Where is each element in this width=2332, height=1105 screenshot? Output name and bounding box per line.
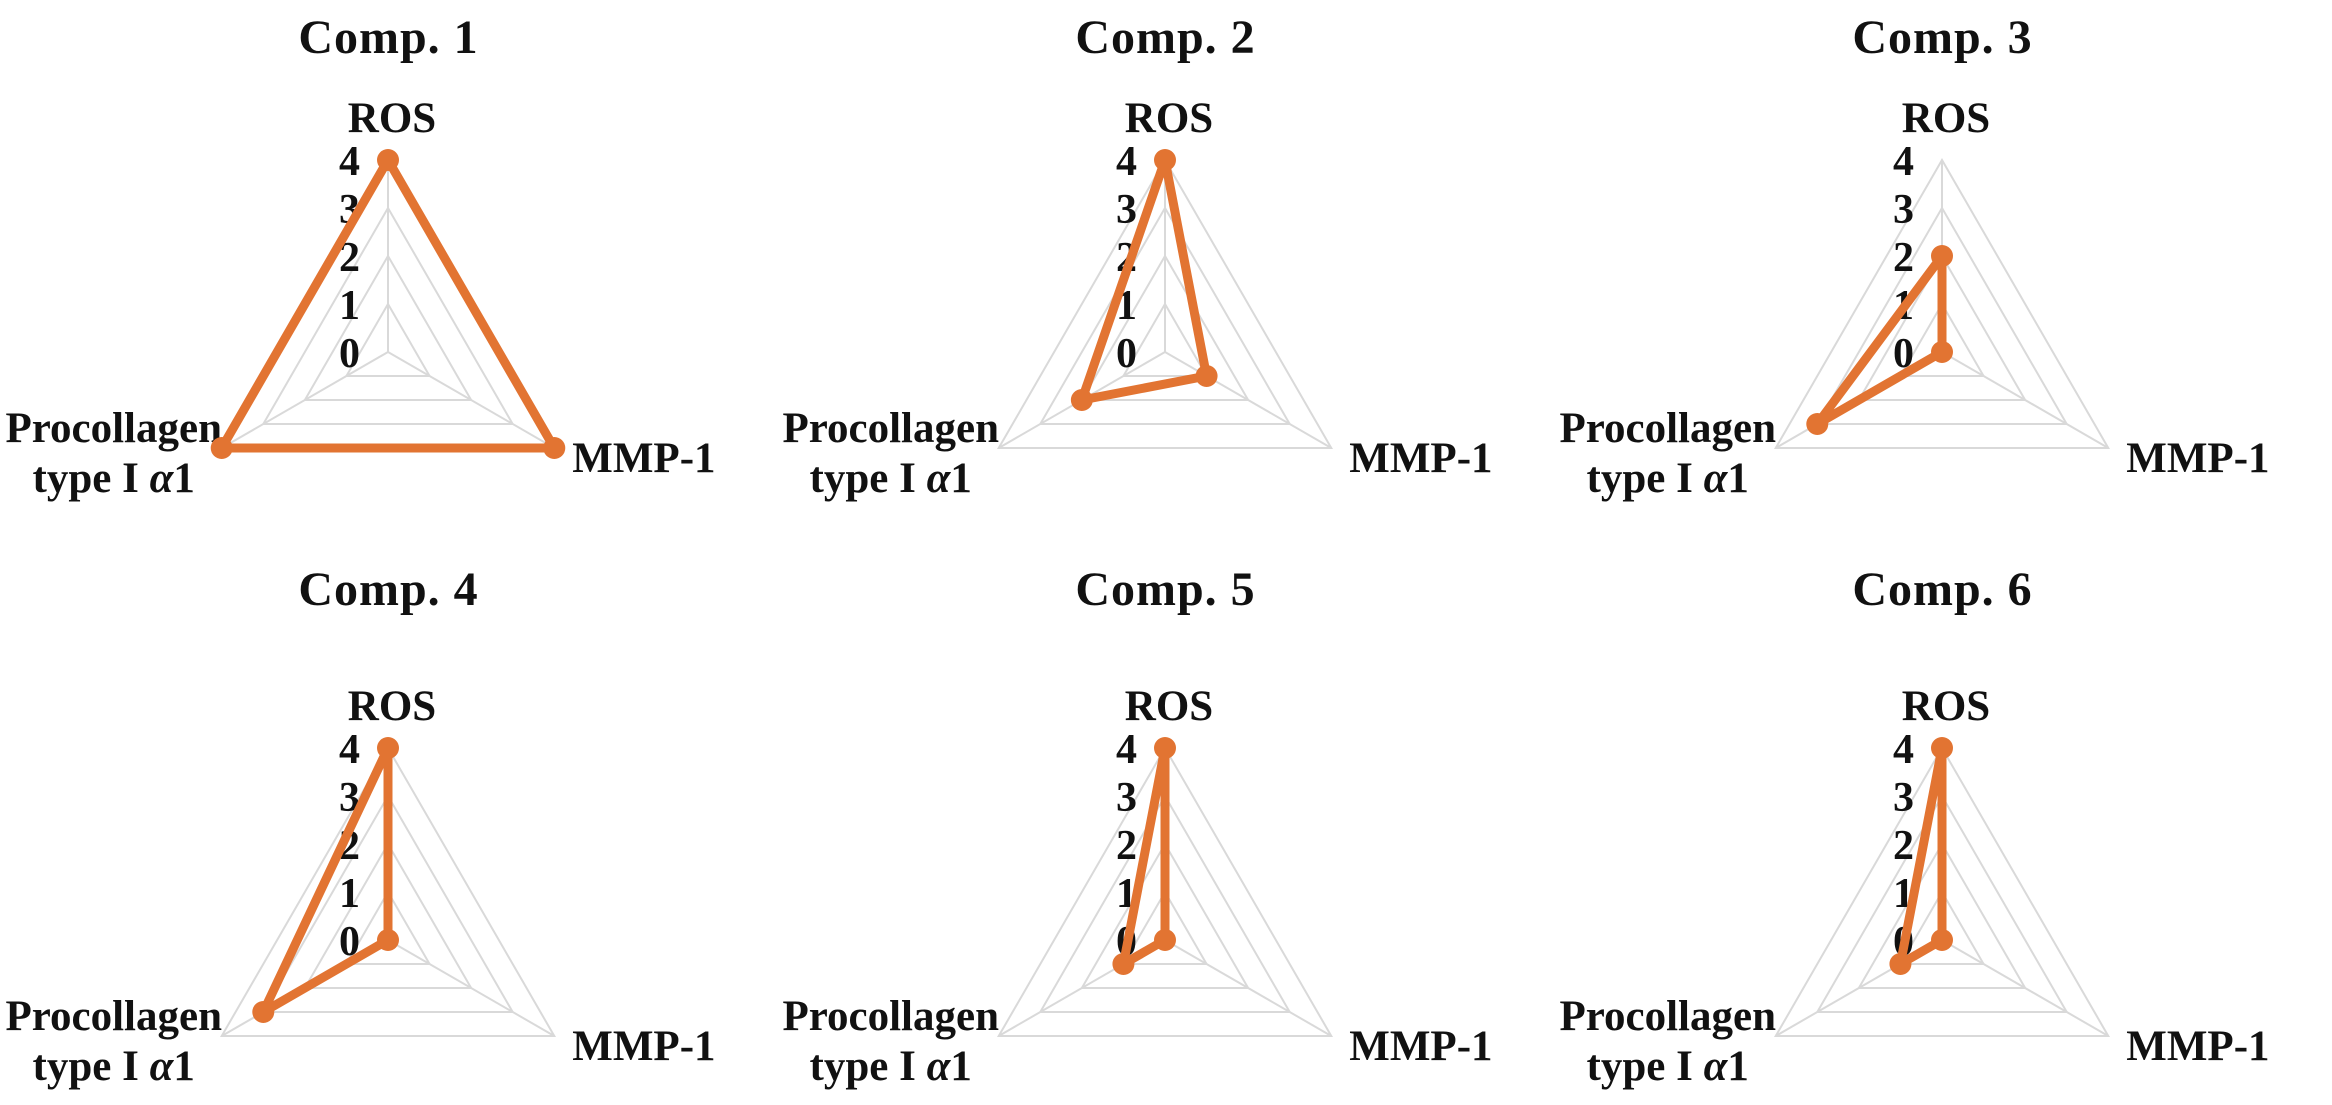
chart-title: Comp. 3 — [1852, 11, 2033, 64]
svg-text:Procollagen: Procollagen — [1559, 405, 1776, 452]
svg-text:0: 0 — [339, 331, 360, 377]
chart-title: Comp. 2 — [1075, 11, 1256, 64]
svg-text:0: 0 — [1116, 331, 1137, 377]
svg-text:1: 1 — [339, 283, 360, 329]
svg-text:4: 4 — [1116, 139, 1137, 185]
svg-text:Procollagen: Procollagen — [5, 993, 222, 1040]
svg-text:1: 1 — [339, 871, 360, 917]
chart-title: Comp. 1 — [298, 11, 479, 64]
svg-text:ROS: ROS — [1125, 95, 1213, 142]
svg-text:type I α1: type I α1 — [1587, 455, 1749, 502]
chart-title: Comp. 6 — [1852, 563, 2033, 616]
svg-text:0: 0 — [1893, 331, 1914, 377]
svg-text:type I α1: type I α1 — [810, 1043, 972, 1090]
svg-text:4: 4 — [1893, 139, 1914, 185]
svg-text:type I α1: type I α1 — [810, 455, 972, 502]
svg-text:ROS: ROS — [1902, 95, 1990, 142]
svg-text:ROS: ROS — [1125, 683, 1213, 730]
svg-text:Procollagen: Procollagen — [1559, 993, 1776, 1040]
svg-text:MMP-1: MMP-1 — [2126, 1023, 2269, 1070]
svg-text:3: 3 — [1893, 775, 1914, 821]
svg-text:ROS: ROS — [1902, 683, 1990, 730]
svg-text:2: 2 — [1893, 235, 1914, 281]
svg-text:Procollagen: Procollagen — [782, 993, 999, 1040]
svg-text:MMP-1: MMP-1 — [572, 1023, 715, 1070]
svg-text:type I α1: type I α1 — [33, 1043, 195, 1090]
svg-text:2: 2 — [1116, 823, 1137, 869]
svg-text:type I α1: type I α1 — [1587, 1043, 1749, 1090]
svg-text:ROS: ROS — [348, 683, 436, 730]
svg-text:3: 3 — [1893, 187, 1914, 233]
svg-text:3: 3 — [1116, 775, 1137, 821]
chart-title: Comp. 5 — [1075, 563, 1256, 616]
svg-text:2: 2 — [1893, 823, 1914, 869]
svg-text:ROS: ROS — [348, 95, 436, 142]
svg-text:0: 0 — [339, 919, 360, 965]
svg-text:4: 4 — [1893, 727, 1914, 773]
svg-text:type I α1: type I α1 — [33, 455, 195, 502]
chart-title: Comp. 4 — [298, 563, 479, 616]
svg-text:4: 4 — [1116, 727, 1137, 773]
svg-text:MMP-1: MMP-1 — [1349, 435, 1492, 482]
svg-text:MMP-1: MMP-1 — [2126, 435, 2269, 482]
svg-text:4: 4 — [339, 139, 360, 185]
svg-text:3: 3 — [1116, 187, 1137, 233]
svg-text:MMP-1: MMP-1 — [572, 435, 715, 482]
svg-text:Procollagen: Procollagen — [5, 405, 222, 452]
svg-text:4: 4 — [339, 727, 360, 773]
svg-text:2: 2 — [339, 235, 360, 281]
svg-text:Procollagen: Procollagen — [782, 405, 999, 452]
svg-text:MMP-1: MMP-1 — [1349, 1023, 1492, 1070]
